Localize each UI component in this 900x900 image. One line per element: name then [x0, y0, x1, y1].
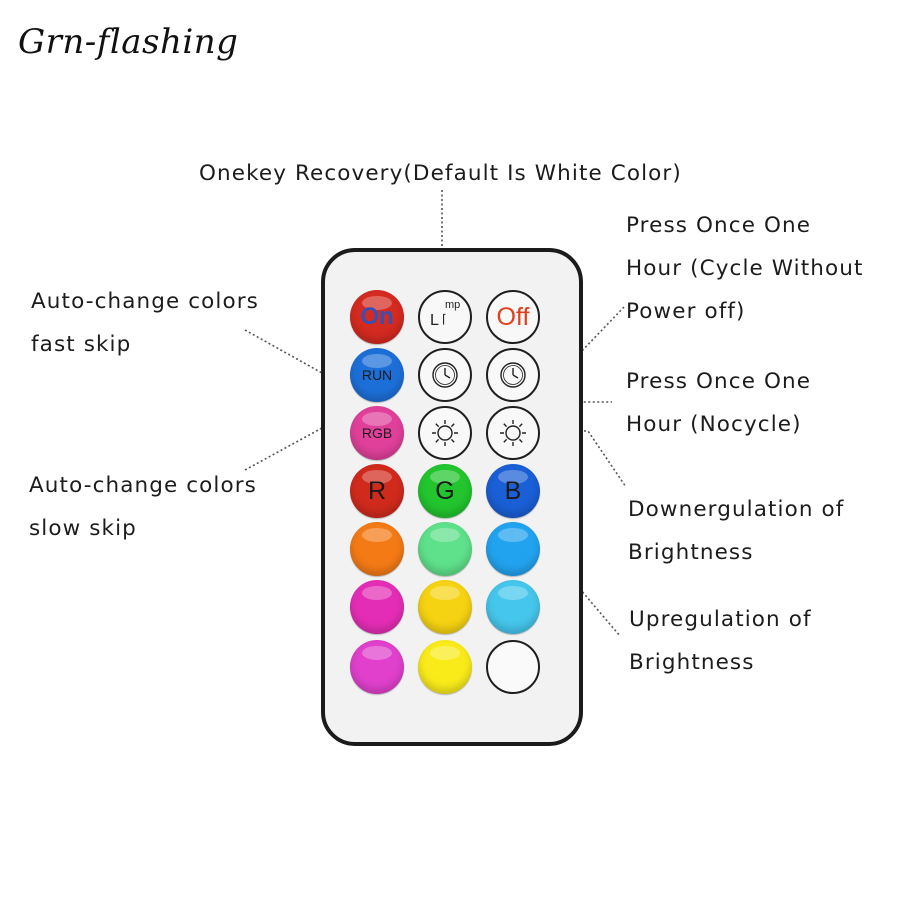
magenta-button[interactable] — [350, 580, 404, 634]
sun-icon — [432, 420, 458, 446]
lamp-l-text: L — [430, 312, 439, 329]
rgb-button[interactable]: RGB — [350, 406, 404, 460]
label-nocycle-line2: Hour (Nocycle) — [626, 412, 802, 437]
green-button-label: G — [435, 476, 455, 505]
label-slow-line1: Auto-change colors — [29, 473, 257, 498]
run-button-label: RUN — [361, 367, 393, 383]
brightness-up-button[interactable] — [418, 406, 472, 460]
light-cyan-button[interactable] — [486, 580, 540, 634]
yellow-button[interactable] — [418, 580, 472, 634]
sky-blue-button[interactable] — [486, 522, 540, 576]
clock-icon — [432, 362, 458, 388]
remote-control: On mp L ⌈ Off RUN RGB — [321, 248, 583, 746]
blue-button-label: B — [504, 476, 522, 505]
green-button[interactable]: G — [418, 464, 472, 518]
lamp-icon: mp L ⌈ — [428, 300, 462, 334]
lemon-button[interactable] — [418, 640, 472, 694]
label-nocycle-line1: Press Once One — [626, 369, 812, 394]
brightness-down-button[interactable] — [486, 406, 540, 460]
off-button[interactable]: Off — [486, 290, 540, 344]
white-button[interactable] — [486, 640, 540, 694]
label-fast-line2: fast skip — [31, 332, 132, 357]
label-slow-line2: slow skip — [29, 516, 137, 541]
label-cycle-line3: Power off) — [626, 299, 746, 324]
label-down-line2: Brightness — [628, 540, 754, 565]
label-fast-line1: Auto-change colors — [31, 289, 259, 314]
timer-cycle-button[interactable] — [486, 348, 540, 402]
rgb-button-label: RGB — [361, 425, 393, 441]
label-up-line1: Upregulation of — [629, 607, 812, 632]
on-button[interactable]: On — [350, 290, 404, 344]
sun-icon — [500, 420, 526, 446]
pink-button[interactable] — [350, 640, 404, 694]
off-button-label: Off — [496, 302, 530, 331]
label-cycle-line2: Hour (Cycle Without — [626, 256, 864, 281]
orange-button[interactable] — [350, 522, 404, 576]
label-down-line1: Downergulation of — [628, 497, 845, 522]
bulb-glyph: ⌈ — [442, 312, 447, 326]
on-button-label: On — [360, 303, 394, 330]
blue-button[interactable]: B — [486, 464, 540, 518]
red-button[interactable]: R — [350, 464, 404, 518]
lamp-mp-text: mp — [445, 299, 461, 311]
red-button-label: R — [367, 476, 387, 505]
run-button[interactable]: RUN — [350, 348, 404, 402]
clock-icon — [500, 362, 526, 388]
brand-title: Grn-flashing — [18, 22, 239, 62]
label-up-line2: Brightness — [629, 650, 755, 675]
mint-button[interactable] — [418, 522, 472, 576]
timer-nocycle-button[interactable] — [418, 348, 472, 402]
label-cycle-line1: Press Once One — [626, 213, 812, 238]
label-onekey-recovery: Onekey Recovery(Default Is White Color) — [199, 161, 682, 186]
lamp-recovery-button[interactable]: mp L ⌈ — [418, 290, 472, 344]
